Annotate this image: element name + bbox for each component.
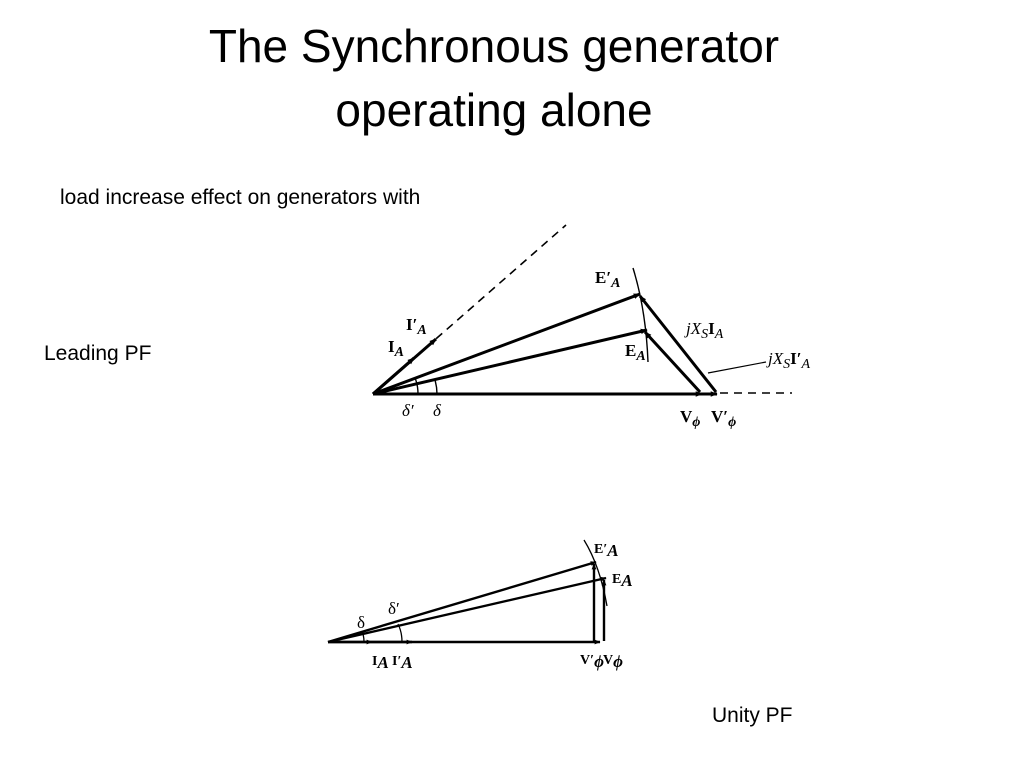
unity-pf-label: Unity PF — [712, 704, 793, 727]
u-label-vphi: Vϕ — [603, 652, 623, 671]
jxs-ia-prime-phasor — [638, 295, 718, 393]
title-line-1: The Synchronous generator — [208, 20, 780, 72]
leading-pf-diagram: I′A IA E′A EA jXSIA jXSI′A δ′ δ Vϕ V′ϕ — [372, 224, 811, 430]
label-ia: IA — [388, 337, 404, 360]
ia-prime-phasor — [372, 337, 437, 396]
ea-locus-arc — [632, 267, 649, 363]
delta-arc — [434, 379, 438, 395]
label-delta: δ — [433, 401, 442, 420]
label-vphi: Vϕ — [680, 407, 700, 430]
u-delta-arc — [361, 630, 365, 643]
title-line-2: operating alone — [335, 84, 653, 136]
delta-prime-arc — [414, 377, 419, 395]
label-jxs-ia-prime: jXSI′A — [766, 349, 811, 372]
u-ea-prime-phasor — [327, 560, 597, 644]
label-ea: EA — [625, 341, 646, 364]
u-label-delta-prime: δ′ — [388, 599, 400, 618]
ea-prime-phasor — [372, 292, 641, 396]
label-ea-prime: E′A — [595, 268, 620, 291]
u-label-ia-prime: I′A — [392, 653, 413, 672]
ea-phasor — [372, 328, 648, 396]
label-delta-prime: δ′ — [402, 401, 414, 420]
u-label-ia: IA — [372, 653, 389, 672]
u-label-ea-prime: E′A — [594, 541, 619, 560]
label-ia-prime: I′A — [406, 315, 427, 338]
jxs-ia-prime-leader — [707, 361, 767, 374]
u-label-ea: EA — [612, 571, 633, 590]
leading-pf-label: Leading PF — [44, 342, 152, 365]
slide-subtitle: load increase effect on generators with — [60, 186, 421, 209]
u-ea-phasor — [327, 576, 607, 644]
jxs-ia-phasor — [643, 330, 702, 394]
u-label-vphi-prime: V′ϕ — [580, 652, 604, 671]
u-ea-locus-arc — [583, 539, 608, 607]
unity-pf-diagram: E′A EA δ δ′ IA I′A V′ϕ Vϕ — [327, 539, 633, 672]
u-delta-prime-arc — [397, 623, 403, 643]
label-jxs-ia: jXSIA — [684, 319, 724, 342]
slide-title: The Synchronous generator operating alon… — [0, 14, 988, 142]
label-vphi-prime: V′ϕ — [711, 407, 736, 430]
u-label-delta: δ — [357, 613, 365, 632]
